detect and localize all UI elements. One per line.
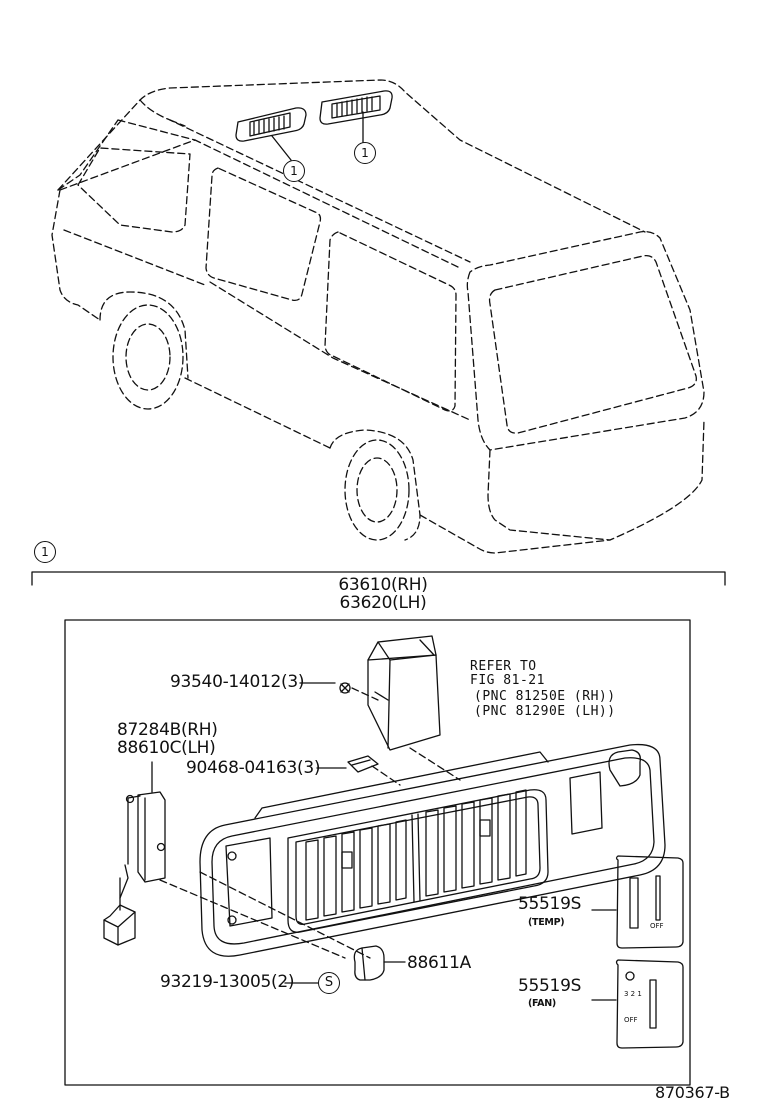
knob-88611A (353, 945, 406, 981)
fan-off-mark: OFF (624, 1016, 638, 1024)
screw-symbol-s: S (318, 972, 340, 994)
label-switch-lh: 88610C(LH) (117, 738, 216, 758)
callout-1-left: 1 (283, 160, 305, 182)
label-screw-93219: 93219-13005(2) (160, 972, 295, 992)
van-rear-window (488, 254, 697, 434)
label-clip-90468: 90468-04163(3) (186, 758, 321, 778)
label-switch-rh: 87284B(RH) (117, 720, 218, 740)
label-knob-temp-sub: (TEMP) (528, 917, 565, 928)
van-front-wheel-arch (99, 291, 189, 379)
label-knob-temp: 55519S (518, 894, 582, 914)
van-rear (466, 230, 705, 451)
roof-vent-left (235, 107, 307, 142)
duct-housing (367, 635, 441, 751)
section-bracket (31, 571, 726, 586)
van-rear-wheel-arch (329, 429, 421, 541)
van-mid-window-1 (205, 167, 322, 302)
clip (316, 755, 379, 773)
switch-assembly (103, 761, 166, 946)
part-number-lh: 63620(LH) (339, 593, 427, 613)
callout-section-1: 1 (34, 541, 56, 563)
refer-line-4: (PNC 81290E (LH)) (474, 704, 616, 719)
refer-line-1: REFER TO (470, 659, 537, 674)
fan-knob (591, 959, 684, 1049)
label-knob-88611A: 88611A (407, 953, 471, 973)
label-screw-93540: 93540-14012(3) (170, 672, 305, 692)
label-knob-fan: 55519S (518, 976, 582, 996)
label-knob-fan-sub: (FAN) (528, 998, 556, 1009)
register-bezel (199, 743, 666, 957)
part-number-rh: 63610(RH) (338, 575, 428, 595)
fan-speed-marks: 3 2 1 (624, 990, 642, 998)
van-mid-window-2 (324, 231, 457, 412)
detail-frame (64, 619, 691, 1086)
temp-knob (591, 855, 684, 949)
roof-vent-right (319, 90, 393, 125)
van-front-window (77, 147, 191, 233)
van-roof (57, 79, 646, 233)
refer-line-2: FIG 81-21 (470, 673, 545, 688)
callout-1-right: 1 (354, 142, 376, 164)
van-outline (51, 79, 705, 554)
refer-line-3: (PNC 81250E (RH)) (474, 689, 616, 704)
diagram-code: 870367-B (655, 1083, 730, 1102)
temp-off-mark: OFF (650, 922, 664, 930)
leader-lines-dashed (159, 687, 461, 959)
screw-top (299, 682, 351, 694)
